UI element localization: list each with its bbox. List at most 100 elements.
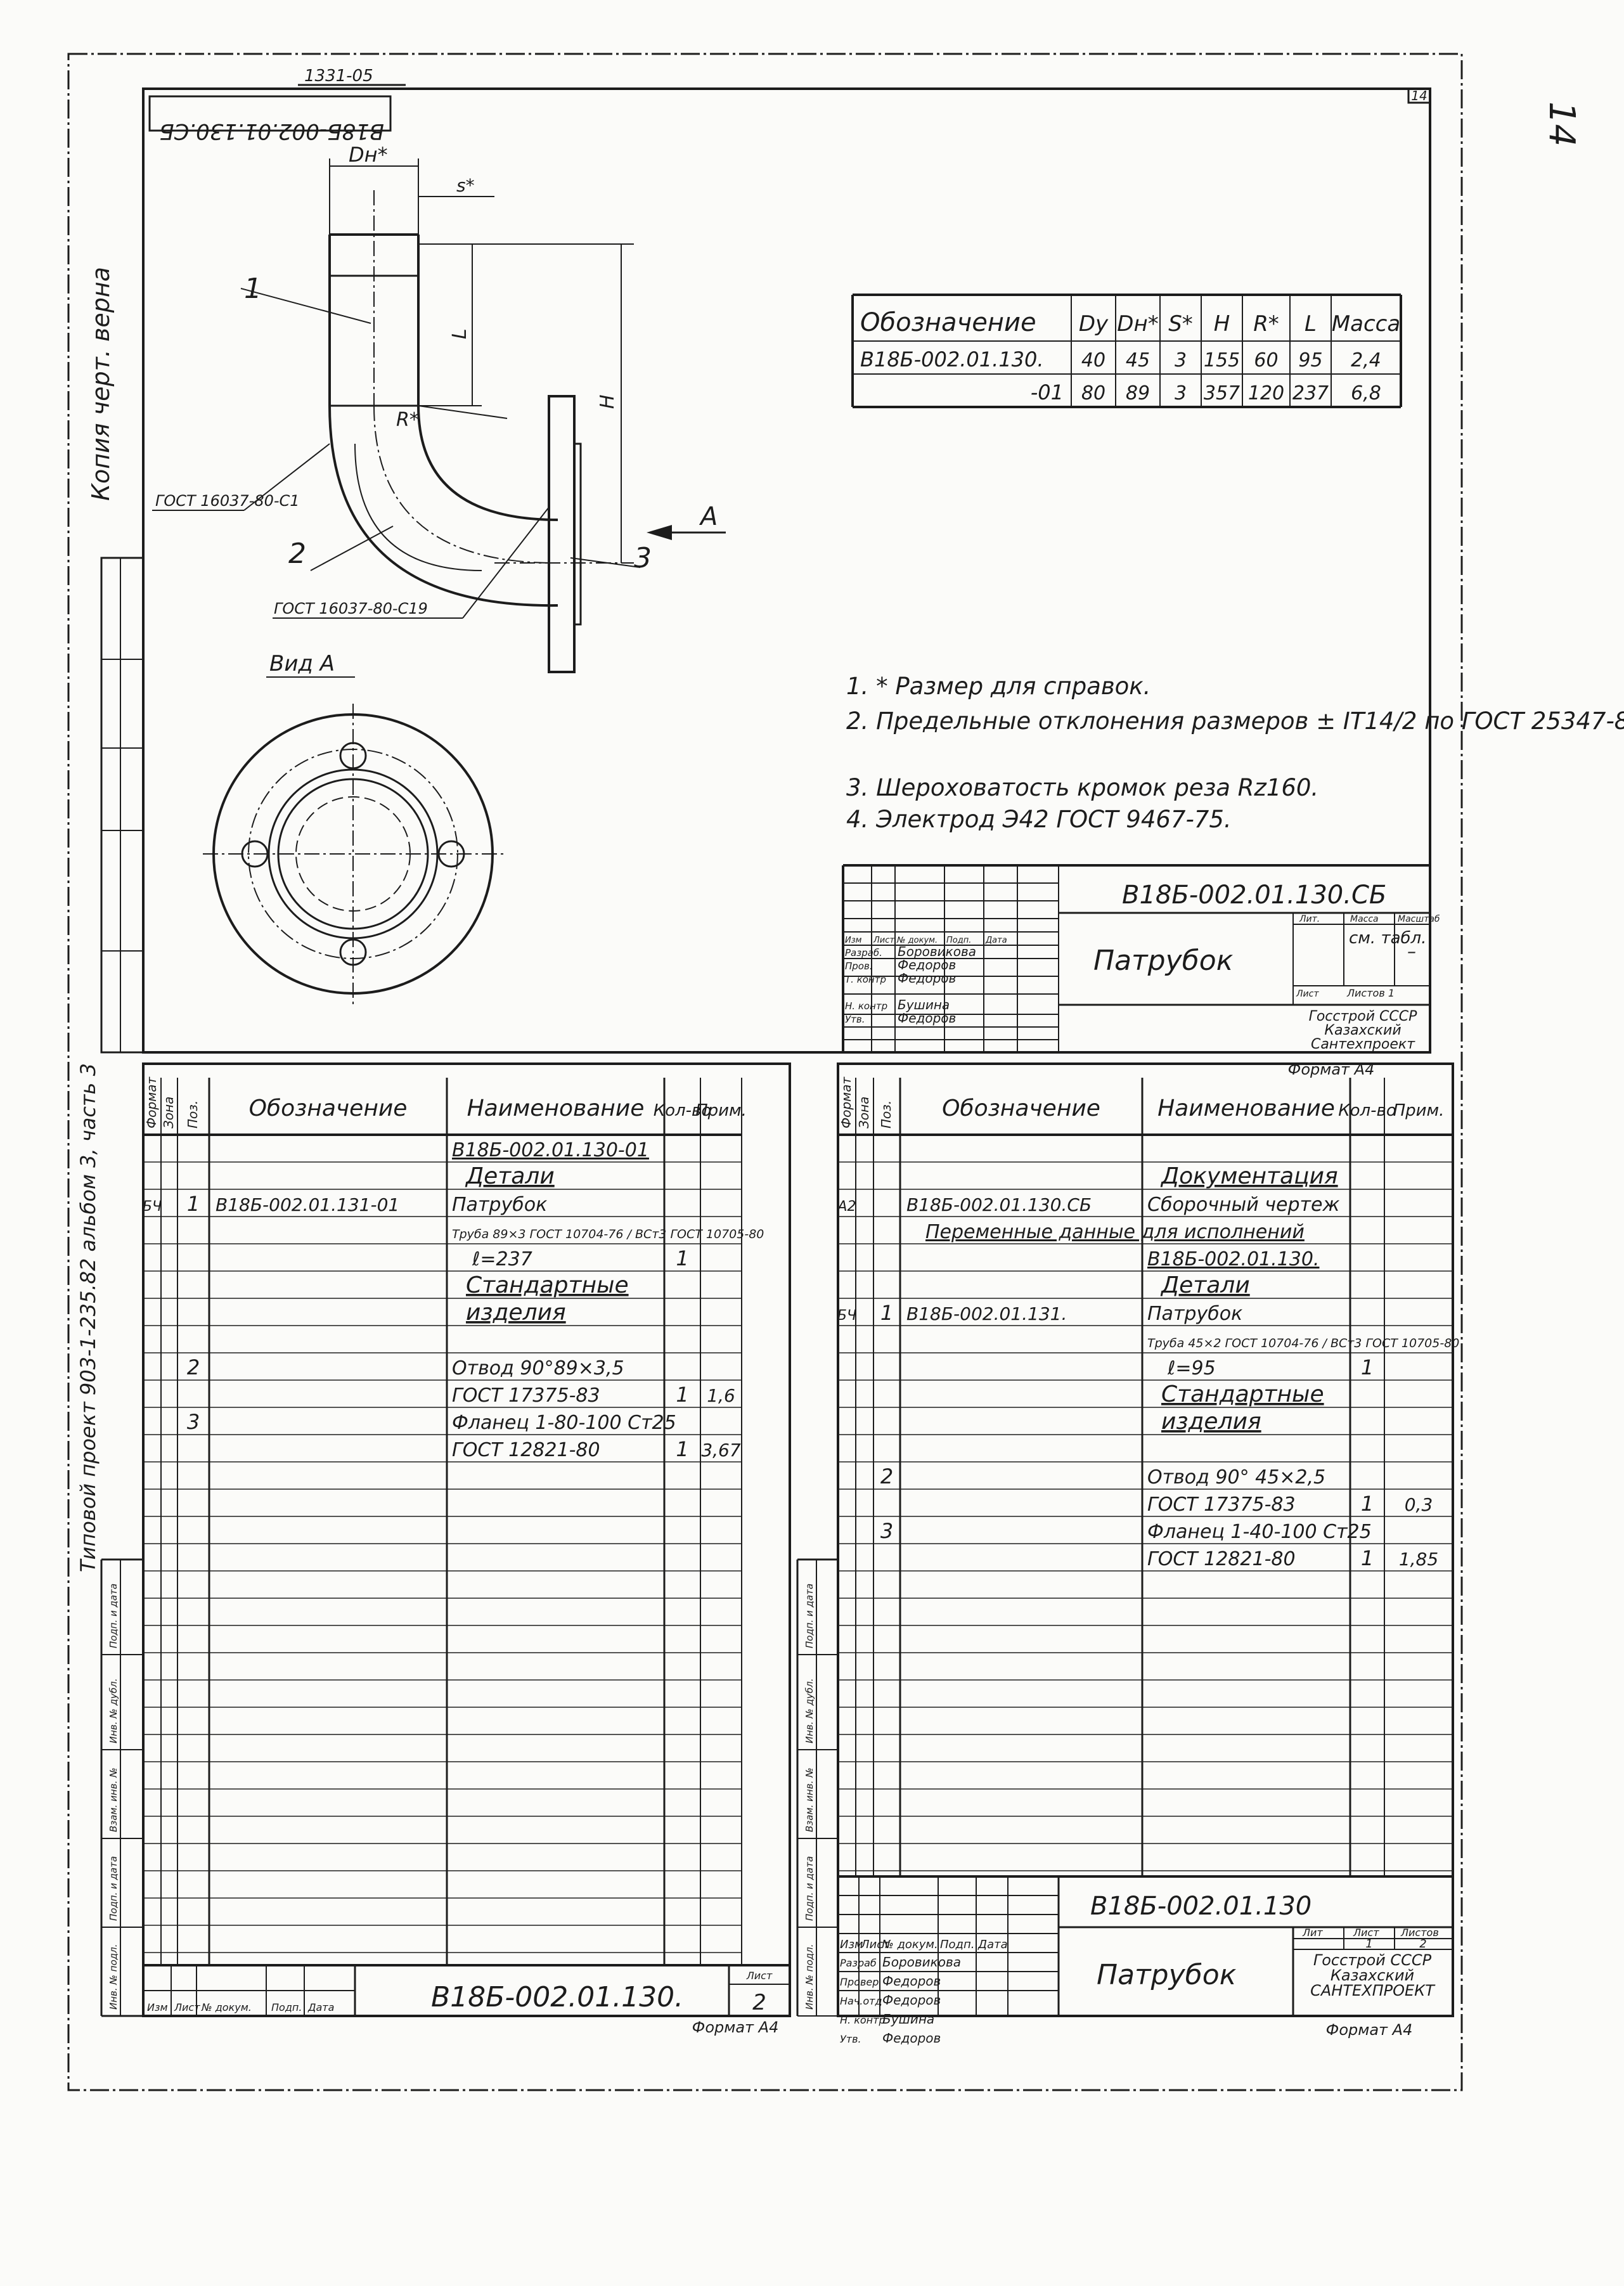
spec-name: изделия (1161, 1409, 1261, 1435)
spec-name: Сборочный чертеж (1147, 1194, 1339, 1216)
param-value: 155 (1204, 349, 1240, 371)
spec-name: Стандартные (1161, 1381, 1324, 1407)
callout-3: 3 (634, 542, 652, 574)
note-3: 3. Шероховатость кромок реза Rz160. (846, 774, 1318, 801)
spec-position: 1 (880, 1301, 893, 1325)
tb-col-header: Лист (873, 936, 894, 945)
side-stamp-label: Подп. и дата (804, 1856, 815, 1921)
dim-l: L (449, 328, 471, 339)
side-stamp-label: Подп. и дата (108, 1856, 119, 1921)
tb-signature-name: Боровикова (898, 944, 976, 959)
spec-name: ГОСТ 17375-83 (452, 1385, 600, 1407)
tb-col-header: Изм (845, 936, 862, 945)
rtb-role: Провер (840, 1976, 879, 1988)
spec-header: Кол-во (1338, 1101, 1396, 1120)
rtb-org: САНТЕХПРОЕКТ (1310, 1982, 1436, 1999)
spec-qty: 1 (1361, 1355, 1374, 1379)
tb-format: Формат А4 (1288, 1061, 1375, 1078)
param-value: 120 (1248, 382, 1284, 404)
spec-name: Патрубок (1147, 1303, 1242, 1325)
spec-designation: В18Б-002.01.131-01 (216, 1194, 399, 1215)
param-header: H (1214, 311, 1230, 337)
spec-name: ℓ=237 (472, 1248, 532, 1270)
rtb-role: Н. контр (840, 2014, 886, 2026)
spec-designation: В18Б-002.01.131. (906, 1303, 1067, 1324)
param-value: 95 (1298, 349, 1322, 371)
spec-header: Обозначение (249, 1095, 408, 1121)
spec-name: В18Б-002.01.130-01 (452, 1139, 649, 1161)
tb-signature-name: Федоров (898, 1011, 956, 1026)
project-note: Типовой проект 903-1-235.82 альбом 3, ча… (76, 1063, 100, 1572)
footer-col-header: № докум. (201, 2001, 252, 2013)
param-value: 237 (1292, 382, 1329, 404)
spec-header-rotated: Поз. (879, 1101, 894, 1128)
footer-sheet-label: Лист (746, 1970, 773, 1982)
rotated-code: В18Б-002.01.130.СБ (159, 119, 384, 144)
rtb-col-header: Подп. (940, 1938, 974, 1951)
side-stamp-label: Подп. и дата (804, 1584, 815, 1648)
spec-name: Детали (1160, 1272, 1250, 1298)
tb-org: Казахский (1324, 1023, 1401, 1038)
footer-col-header: Подп. (271, 2001, 302, 2013)
rotated-code-box (148, 95, 392, 132)
tb-org: Госстрой СССР (1309, 1009, 1418, 1024)
dim-dn: Dн* (349, 143, 388, 167)
dim-r: R* (396, 409, 419, 431)
spec-name: Переменные данные для исполнений (925, 1221, 1305, 1243)
spec-position: 3 (187, 1410, 200, 1434)
spec-position: 2 (187, 1355, 200, 1379)
tb-code: В18Б-002.01.130.СБ (1122, 881, 1386, 910)
param-code: -01 (1031, 380, 1064, 404)
tb-signature-name: Федоров (898, 971, 956, 986)
spec-designation: В18Б-002.01.130.СБ (906, 1194, 1092, 1215)
param-header: R* (1253, 311, 1279, 337)
side-stamp-label: Инв. № дубл. (108, 1678, 119, 1743)
param-value: 3 (1175, 349, 1187, 371)
rtb-signature-name: Федоров (882, 1973, 941, 1989)
outer-border (67, 53, 1463, 2091)
tb-role: Н. контр (845, 1000, 887, 1012)
rtb-col-header: № докум. (881, 1938, 938, 1951)
param-value: 2,4 (1351, 349, 1381, 371)
rtb-col-header: Лист (860, 1938, 890, 1951)
tb-role: Утв. (845, 1014, 865, 1025)
spec-header: Наименование (1157, 1095, 1335, 1121)
spec-qty: 1 (676, 1383, 688, 1407)
spec-format: А2 (836, 1199, 856, 1215)
side-stamp-label: Инв. № подл. (108, 1944, 119, 2010)
spec-header-rotated: Поз. (185, 1101, 200, 1128)
spec-header: Наименование (467, 1095, 645, 1121)
spec-name: Патрубок (452, 1194, 547, 1216)
tb-signature-name: Федоров (898, 957, 956, 972)
spec-name: Труба 89×3 ГОСТ 10704-76 / ВСт3 ГОСТ 107… (452, 1227, 764, 1241)
spec-name: Фланец 1-40-100 Ст25 (1147, 1521, 1372, 1543)
spec-qty: 1 (676, 1246, 688, 1270)
view-arrow-label: A (699, 502, 718, 531)
dim-h: H (596, 394, 619, 409)
spec-position: 3 (880, 1519, 893, 1543)
spec-note: 0,3 (1405, 1494, 1433, 1515)
sheet-number-handwritten: 14 (1541, 101, 1582, 146)
param-header: Dн* (1117, 311, 1158, 337)
spec-name: Труба 45×2 ГОСТ 10704-76 / ВСт3 ГОСТ 107… (1147, 1336, 1459, 1350)
tb-name: Патрубок (1093, 945, 1234, 977)
spec-name: изделия (466, 1300, 566, 1326)
tb-role: Разраб. (845, 947, 882, 959)
spec-name: Отвод 90° 45×2,5 (1147, 1466, 1325, 1488)
spec-header: Прим. (695, 1101, 747, 1120)
tb-scale-label: Масштаб (1398, 914, 1440, 924)
spec-name: Фланец 1-80-100 Ст25 (452, 1412, 676, 1434)
flange-view-a (203, 704, 504, 1005)
part-drawing (152, 158, 726, 678)
gost-weld-1: ГОСТ 16037-80-С1 (155, 492, 300, 510)
spec-name: Документация (1160, 1163, 1338, 1189)
spec-name: ℓ=95 (1167, 1357, 1216, 1379)
side-stamp-label: Подп. и дата (108, 1584, 119, 1648)
tb-org: Сантехпроект (1311, 1036, 1415, 1052)
spec-name: Отвод 90°89×3,5 (452, 1357, 624, 1379)
sheet-number-box (1407, 87, 1431, 104)
rtb-sheet-label: Лист (1353, 1927, 1379, 1939)
rtb-org: Казахский (1331, 1966, 1414, 1984)
spec-name: Стандартные (466, 1272, 629, 1298)
